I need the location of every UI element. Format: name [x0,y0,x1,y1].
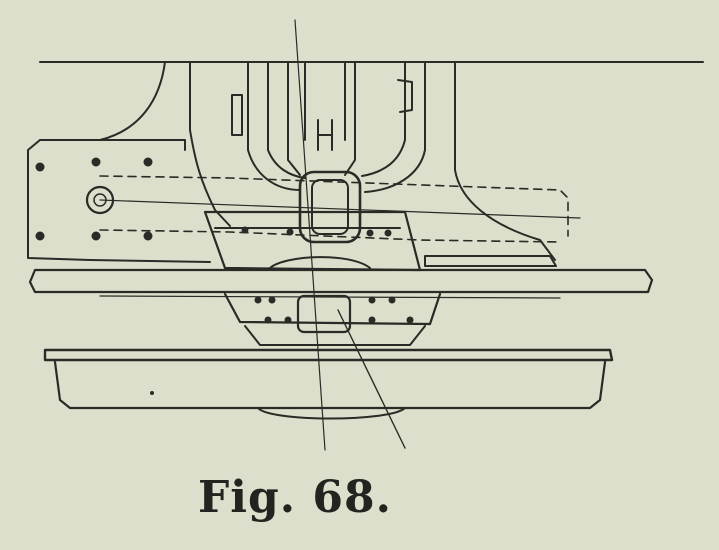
left-curved-bracket [27,61,211,263]
lower-tray-body [53,360,607,410]
rivet [384,229,392,237]
rivet [368,296,376,304]
rivet [91,157,101,167]
hidden-line-lower [99,229,561,243]
central-hub-inner [311,179,349,235]
lower-center-block-base [244,325,426,346]
rivet [388,296,396,304]
upper-casting-left [189,61,231,227]
small-lug-left [231,94,243,136]
lower-tray-lip [43,348,614,362]
lower-tray-foot [257,407,406,420]
upper-casting-inner-right2 [361,61,406,177]
rivet [366,229,374,237]
figure-caption: Fig. 68. [198,472,392,523]
rivet [406,316,414,324]
rivet [284,316,292,324]
small-lug-right [397,79,413,113]
rivet [254,296,262,304]
rivet [264,316,272,324]
rivet [368,316,376,324]
rivet [35,231,45,241]
rivet [241,226,249,234]
lower-center-block [223,292,442,326]
rivet [286,228,294,236]
central-hub [298,170,362,244]
upper-casting-inner-right [364,61,426,193]
left-frame-plate [39,139,186,151]
upper-casting-inner-left2 [267,61,306,179]
rivet [91,231,101,241]
rivet [143,157,153,167]
mark-dot [150,391,154,395]
diagonal-line [337,309,406,449]
lower-hub [296,294,352,334]
right-side-plate [424,255,557,267]
hidden-line-upper [99,175,569,237]
upper-casting-inner-left [247,61,301,191]
axis-line [99,199,581,219]
rivet [143,231,153,241]
rivet [35,162,45,172]
upper-casting-right [454,61,556,261]
kingpin-column [287,61,356,176]
rivet [268,296,276,304]
upper-plate [28,268,654,294]
kingpin-inner [304,61,346,151]
